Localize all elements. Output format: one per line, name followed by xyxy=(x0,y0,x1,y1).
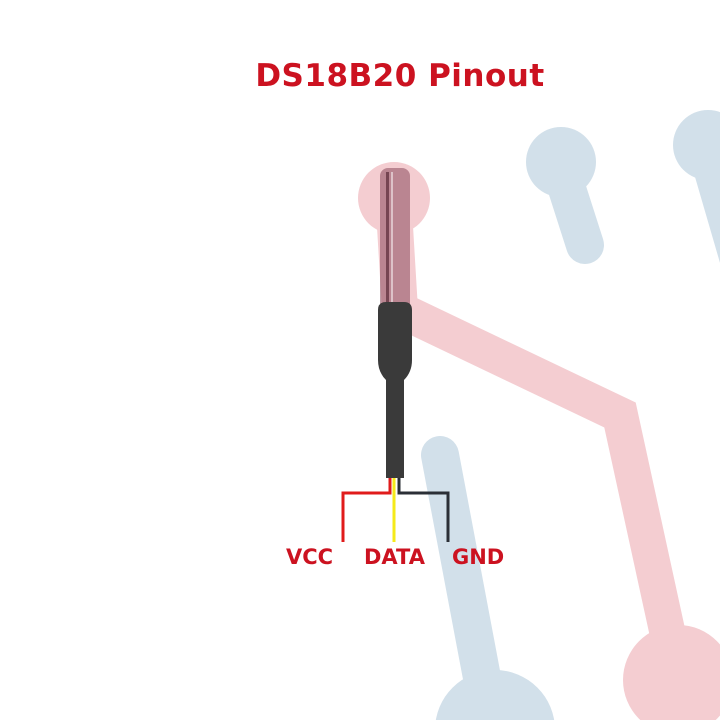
red-trace-group xyxy=(358,162,720,720)
pin-label-gnd: GND xyxy=(452,545,505,569)
ds18b20-probe xyxy=(378,168,412,478)
page-title: DS18B20 Pinout xyxy=(255,58,545,94)
wires xyxy=(341,478,450,542)
pin-label-vcc: VCC xyxy=(286,545,334,569)
pin-label-data: DATA xyxy=(364,545,426,569)
